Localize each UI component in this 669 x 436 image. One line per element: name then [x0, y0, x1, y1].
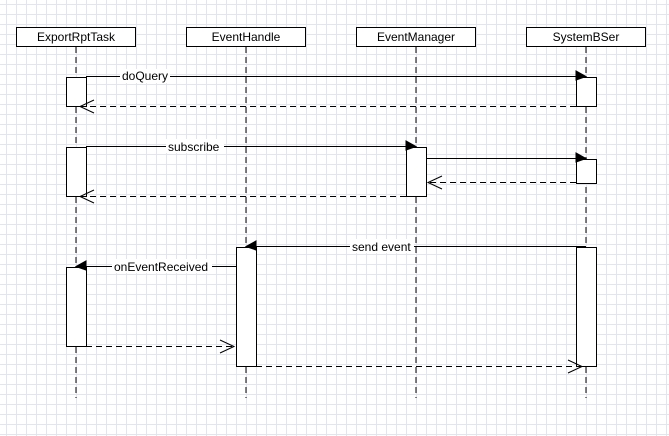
- activation-export-subscribe: [66, 147, 87, 197]
- open-arrow-head-icon: [567, 359, 584, 374]
- message-manager-to-system[interactable]: [426, 152, 588, 163]
- message-label-on-event-received: onEventReceived: [114, 260, 208, 274]
- arrow-head-icon: [405, 140, 418, 151]
- arrow-head-icon: [244, 240, 257, 251]
- participant-event-handle[interactable]: EventHandle: [186, 27, 306, 47]
- activation-system-doquery: [576, 77, 597, 107]
- arrow-head-icon: [575, 70, 588, 81]
- return-system-to-manager: [426, 175, 576, 190]
- activation-system-event: [576, 247, 597, 367]
- return-doquery: [78, 99, 576, 114]
- participant-system-b-ser[interactable]: SystemBSer: [526, 27, 646, 47]
- participant-event-manager[interactable]: EventManager: [356, 27, 476, 47]
- return-on-event-received: [86, 339, 236, 354]
- open-arrow-head-icon: [78, 189, 95, 204]
- open-arrow-head-icon: [78, 99, 95, 114]
- activation-handle-event: [236, 247, 257, 367]
- arrow-head-icon: [575, 152, 588, 163]
- return-send-event: [256, 359, 584, 374]
- activation-export-doquery: [66, 77, 87, 107]
- participant-label: EventHandle: [212, 30, 281, 44]
- activation-manager-subscribe: [406, 147, 427, 197]
- message-doquery[interactable]: doQuery: [86, 69, 588, 83]
- participant-label: SystemBSer: [553, 30, 620, 44]
- arrow-head-icon: [74, 260, 87, 271]
- return-subscribe: [78, 189, 406, 204]
- activation-export-event: [66, 267, 87, 347]
- activation-system-subscribe: [576, 159, 597, 184]
- open-arrow-head-icon: [219, 339, 236, 354]
- participant-label: EventManager: [377, 30, 455, 44]
- message-label-send-event: send event: [352, 240, 411, 254]
- message-label-subscribe: subscribe: [168, 140, 220, 154]
- message-label-doquery: doQuery: [122, 69, 168, 83]
- message-send-event[interactable]: send event: [244, 239, 586, 254]
- participant-label: ExportRptTask: [37, 30, 116, 44]
- message-subscribe[interactable]: subscribe: [86, 139, 418, 154]
- participant-export-rpt-task[interactable]: ExportRptTask: [16, 27, 136, 47]
- message-on-event-received[interactable]: onEventReceived: [74, 259, 236, 274]
- open-arrow-head-icon: [426, 175, 443, 190]
